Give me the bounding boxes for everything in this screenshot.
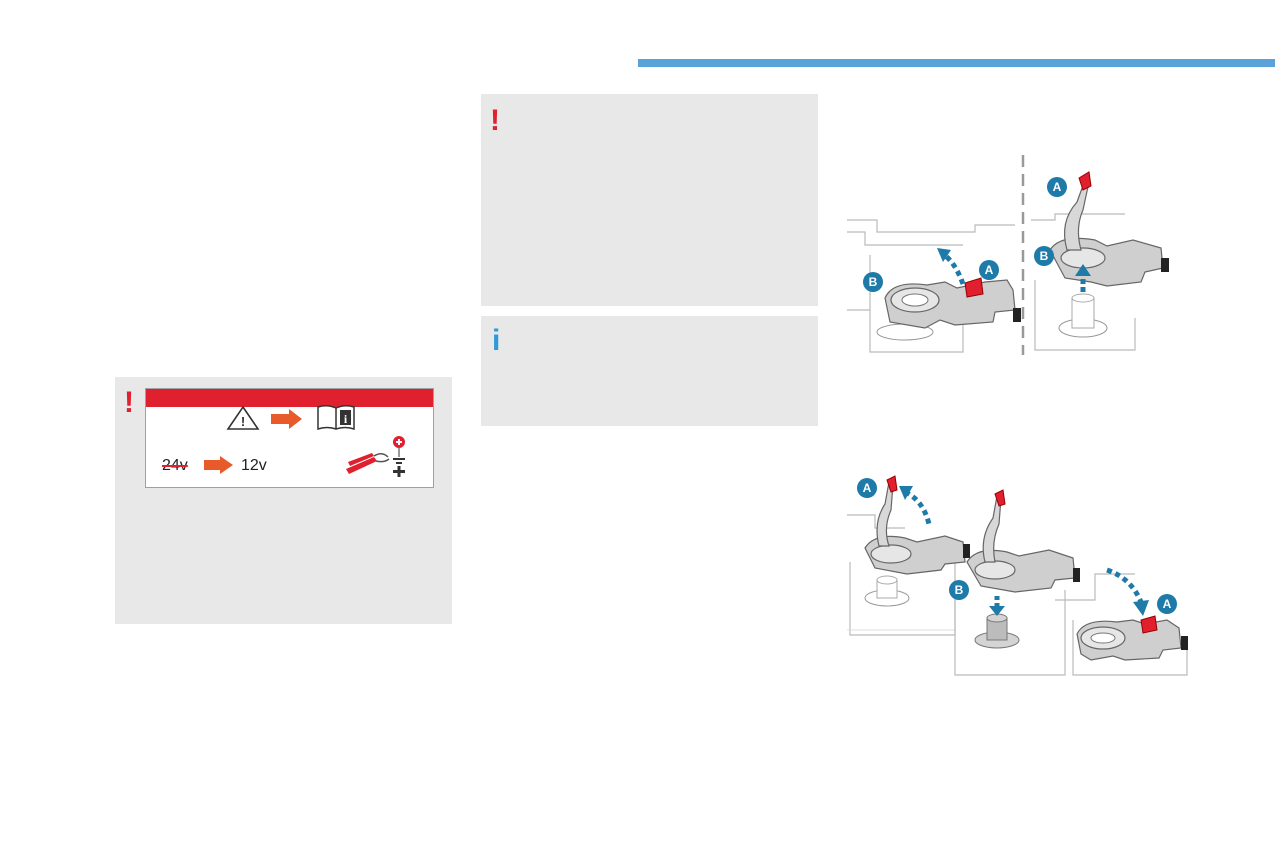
arrow-right-icon [271, 409, 302, 429]
svg-text:i: i [344, 412, 348, 426]
callout-label: B [1039, 249, 1049, 263]
callout-badge: A [1047, 177, 1067, 197]
callout-badge: A [979, 260, 999, 280]
callout-label: B [868, 275, 878, 289]
callout-badge: A [857, 478, 877, 498]
middle-warning-mark: ! [490, 104, 500, 137]
callout-label: A [1162, 597, 1172, 611]
callout-label: A [1052, 180, 1062, 194]
voltage-new-label: 12v [241, 457, 267, 474]
clamp-refit-figure [847, 475, 1188, 676]
middle-info-panel [481, 316, 818, 426]
arrow-right-icon [204, 456, 233, 474]
svg-text:!: ! [241, 414, 245, 429]
left-warning-mark: ! [124, 386, 134, 419]
manual-info-icon: i [317, 404, 355, 431]
warning-triangle-icon: ! [226, 405, 260, 430]
clamp-removal-figure [847, 155, 1169, 355]
callout-label: A [984, 263, 994, 277]
header-accent-bar [638, 59, 1275, 67]
callout-badge: A [1157, 594, 1177, 614]
callout-label: B [954, 583, 964, 597]
battery-polarity-icon [393, 436, 405, 477]
label-red-band [146, 389, 433, 407]
callout-badge: B [1034, 246, 1054, 266]
voltage-old-label: 24v [162, 457, 188, 474]
callout-badge: B [863, 272, 883, 292]
callout-badge: B [949, 580, 969, 600]
middle-info-mark: i [492, 324, 501, 357]
battery-voltage-label: ! i 24v 12v [145, 388, 434, 488]
middle-warning-panel [481, 94, 818, 306]
callout-label: A [862, 481, 872, 495]
jumper-clamp-icon [346, 453, 390, 474]
